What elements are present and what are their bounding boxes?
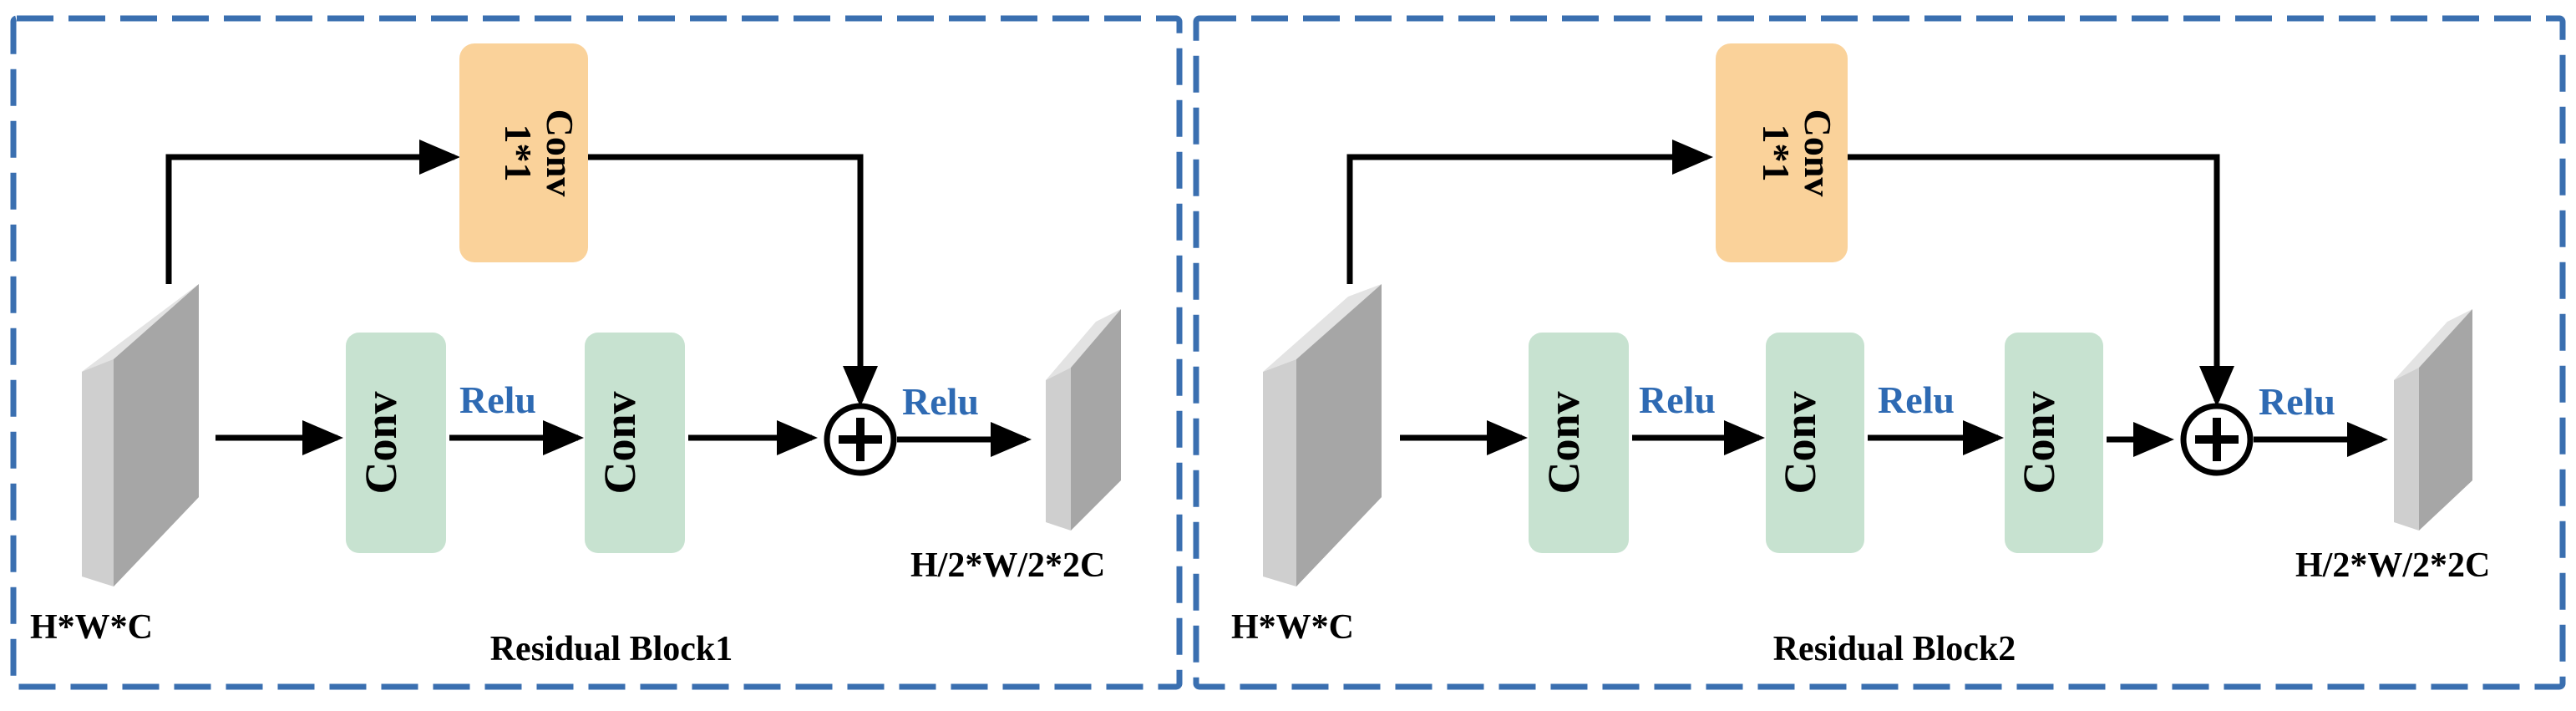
output-size-label: H/2*W/2*2C	[2295, 546, 2490, 585]
shortcut-conv-box	[1716, 43, 1848, 262]
conv-box-3	[2005, 333, 2103, 553]
input-size-label: H*W*C	[30, 608, 153, 647]
input-tensor	[82, 284, 199, 587]
conv-box-1	[1529, 333, 1629, 553]
add-node	[824, 403, 897, 476]
conv-box-1	[346, 333, 446, 553]
input-tensor	[1263, 284, 1382, 587]
residual-block-1: H*W*C 1*1 Conv Conv Relu Conv Relu	[10, 15, 1183, 690]
block-title: Residual Block2	[1773, 630, 2016, 668]
svg-text:Conv: Conv	[539, 109, 581, 197]
shortcut-arrow-in	[1346, 140, 1713, 284]
block-border	[1193, 15, 2566, 690]
shortcut-conv-label: 1*1 Conv	[497, 109, 581, 197]
svg-text:1*1: 1*1	[1755, 124, 1798, 182]
relu-label-1: Relu	[1639, 378, 1716, 421]
block-title: Residual Block1	[490, 630, 733, 668]
conv-box-2	[585, 333, 685, 553]
conv-label-1: Conv	[356, 391, 406, 494]
conv-label-3: Conv	[2014, 391, 2064, 494]
svg-text:Conv: Conv	[1797, 109, 1839, 197]
relu-label-3: Relu	[2259, 380, 2335, 423]
output-size-label: H/2*W/2*2C	[910, 546, 1105, 585]
shortcut-conv-label: 1*1 Conv	[1755, 109, 1839, 197]
shortcut-arrow-out	[588, 154, 878, 407]
input-size-label: H*W*C	[1231, 608, 1354, 647]
output-tensor	[1046, 309, 1121, 531]
shortcut-arrow-out	[1848, 154, 2234, 407]
block-border	[10, 15, 1183, 690]
conv-label-1: Conv	[1539, 391, 1589, 494]
relu-label-2: Relu	[902, 380, 979, 423]
residual-block-2: H*W*C 1*1 Conv Conv Relu Conv Relu Conv …	[1193, 15, 2566, 690]
shortcut-arrow-in	[165, 140, 460, 284]
svg-text:1*1: 1*1	[497, 124, 540, 182]
output-tensor	[2394, 309, 2472, 531]
relu-label-1: Relu	[459, 378, 536, 421]
conv-label-2: Conv	[1775, 391, 1825, 494]
conv-label-2: Conv	[595, 391, 645, 494]
add-node	[2180, 403, 2254, 476]
shortcut-conv-box	[459, 43, 588, 262]
conv-box-2	[1766, 333, 1864, 553]
relu-label-2: Relu	[1878, 378, 1955, 421]
